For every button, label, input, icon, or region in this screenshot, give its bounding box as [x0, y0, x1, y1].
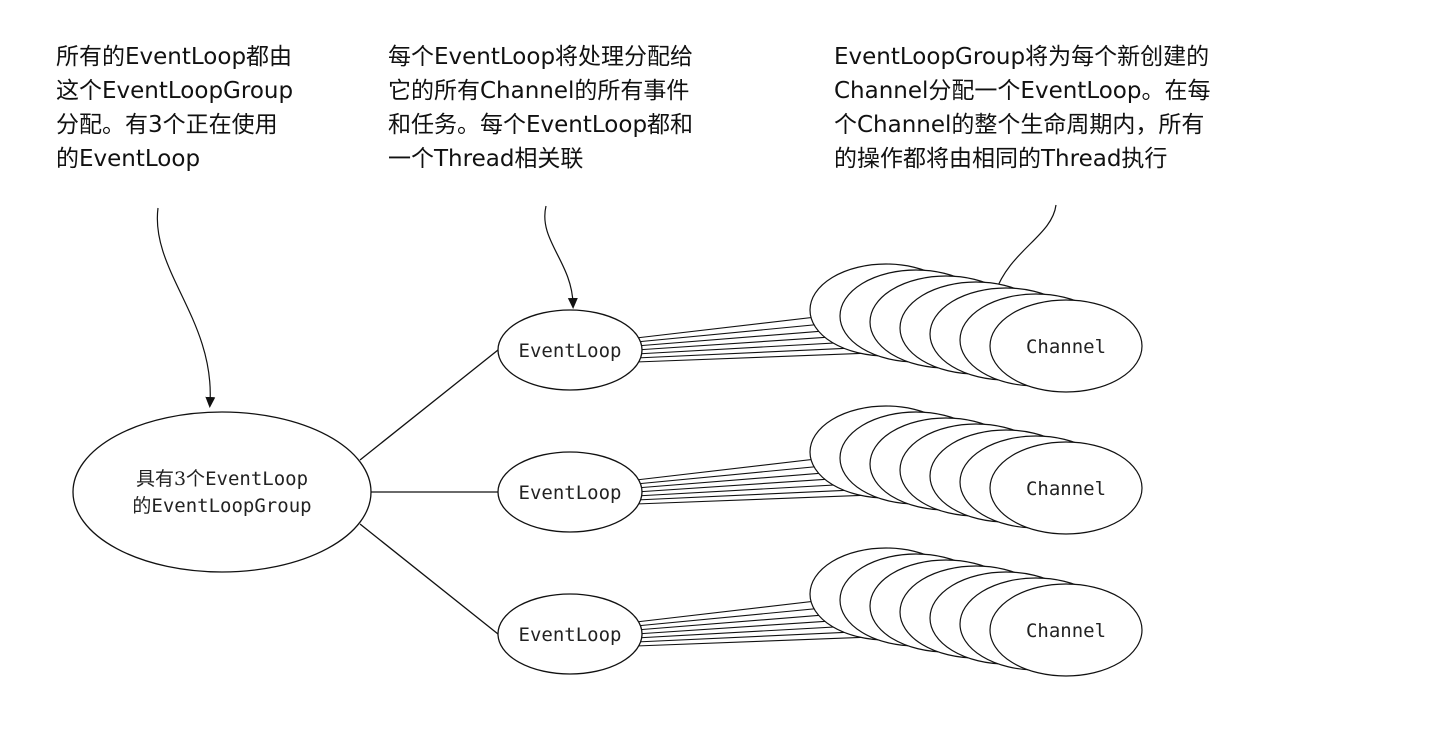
channel-stack: Channel — [635, 547, 1143, 677]
eventloop-ellipse — [497, 593, 643, 675]
annotation-line: Channel分配一个EventLoop。在每 — [834, 78, 1211, 104]
annotation-line: 个Channel的整个生命周期内，所有 — [834, 112, 1205, 138]
channel-label: Channel — [1026, 620, 1106, 642]
eventloop-ellipse — [497, 451, 643, 533]
channel-ellipse — [989, 441, 1143, 535]
eventloopgroup-label-line2: 的EventLoopGroup — [132, 495, 311, 517]
annotation-line: 一个Thread相关联 — [388, 146, 584, 172]
eventloop-node: EventLoop — [497, 451, 643, 533]
eventloop-node: EventLoop — [497, 309, 643, 391]
annotation-line: 每个EventLoop将处理分配给 — [388, 44, 694, 70]
eventloop-label: EventLoop — [519, 482, 622, 504]
eventloop-ellipse — [497, 309, 643, 391]
annotation-line: 所有的EventLoop都由 — [56, 44, 293, 70]
group-link-line — [359, 349, 499, 461]
label-prefix: 的 — [132, 495, 151, 517]
group-link-line — [359, 523, 499, 635]
eventloop-label: EventLoop — [519, 340, 622, 362]
group-to-eventloop-links — [359, 349, 499, 635]
annotation-channel: EventLoopGroup将为每个新创建的 Channel分配一个EventL… — [834, 40, 1210, 176]
annotation-line: 和任务。每个EventLoop都和 — [388, 112, 694, 138]
channel-ellipse — [989, 583, 1143, 677]
annotation-line: 的操作都将由相同的Thread执行 — [834, 146, 1168, 172]
channel-label: Channel — [1026, 478, 1106, 500]
eventloop-node: EventLoop — [497, 593, 643, 675]
annotation-eventloop: 每个EventLoop将处理分配给 它的所有Channel的所有事件 和任务。每… — [388, 40, 693, 176]
annotation-line: 这个EventLoopGroup — [56, 78, 294, 104]
label-prefix: 具有3个 — [136, 468, 205, 490]
channel-stack: Channel — [635, 263, 1143, 393]
annotation-eventloopgroup: 所有的EventLoop都由 这个EventLoopGroup 分配。有3个正在… — [56, 40, 293, 176]
annotation-line: 的EventLoop — [56, 146, 201, 172]
eventloopgroup-label-line1: 具有3个EventLoop — [136, 468, 308, 490]
channel-stack: Channel — [635, 405, 1143, 535]
pointer-arrow-group — [156, 207, 216, 408]
annotation-line: 分配。有3个正在使用 — [56, 112, 278, 138]
eventloop-label: EventLoop — [519, 624, 622, 646]
pointer-arrow-channel — [992, 204, 1057, 298]
label-code: EventLoopGroup — [151, 495, 311, 517]
channel-label: Channel — [1026, 336, 1106, 358]
pointer-arrow-eventloop — [544, 205, 578, 309]
channel-ellipse — [989, 299, 1143, 393]
annotation-line: 它的所有Channel的所有事件 — [388, 78, 690, 104]
annotation-line: EventLoopGroup将为每个新创建的 — [834, 44, 1210, 70]
label-code: EventLoop — [205, 468, 308, 490]
eventloopgroup-node: 具有3个EventLoop 的EventLoopGroup — [72, 411, 372, 573]
eventloopgroup-ellipse — [72, 411, 372, 573]
